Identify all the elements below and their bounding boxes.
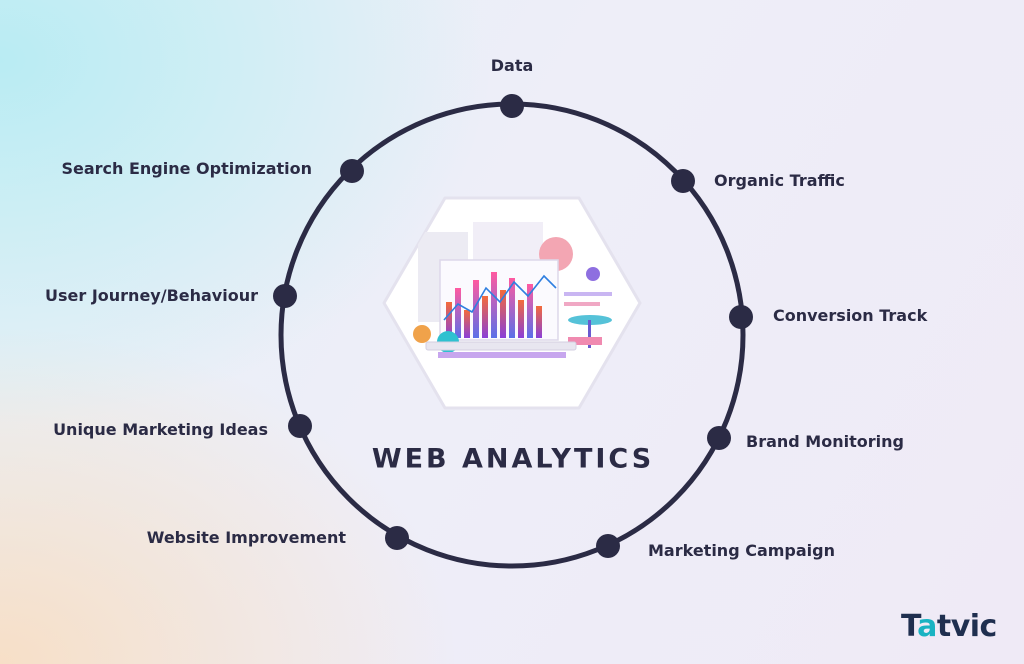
node-dot-unique-marketing-ideas xyxy=(288,414,312,438)
logo-suffix: tvic xyxy=(936,609,997,644)
node-label-website-improvement: Website Improvement xyxy=(146,528,346,547)
node-label-data: Data xyxy=(490,56,534,75)
node-label-user-journey-behaviour: User Journey/Behaviour xyxy=(45,286,258,305)
laptop-analytics-illustration-icon xyxy=(382,196,642,410)
node-label-marketing-campaign: Marketing Campaign xyxy=(648,541,836,560)
node-dot-brand-monitoring xyxy=(707,426,731,450)
node-label-search-engine-optimization: Search Engine Optimization xyxy=(61,159,312,178)
node-label-conversion-track: Conversion Track xyxy=(773,306,928,325)
node-dot-conversion-track xyxy=(729,305,753,329)
node-dot-marketing-campaign xyxy=(596,534,620,558)
logo-prefix: T xyxy=(901,609,918,644)
logo-mark: a xyxy=(917,609,937,644)
node-dot-user-journey-behaviour xyxy=(273,284,297,308)
tatvic-logo: Tatvic xyxy=(901,610,997,644)
center-title: WEB ANALYTICS xyxy=(371,443,655,475)
laptop-base xyxy=(425,341,577,351)
node-dot-organic-traffic xyxy=(671,169,695,193)
node-dot-data xyxy=(500,94,524,118)
node-label-unique-marketing-ideas: Unique Marketing Ideas xyxy=(53,420,268,439)
node-label-organic-traffic: Organic Traffic xyxy=(714,171,845,190)
node-label-brand-monitoring: Brand Monitoring xyxy=(746,432,904,451)
node-dot-search-engine-optimization xyxy=(340,159,364,183)
node-dot-website-improvement xyxy=(385,526,409,550)
